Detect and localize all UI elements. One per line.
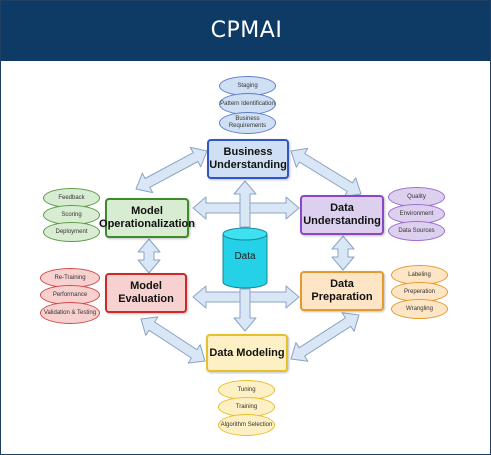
data-cylinder bbox=[222, 227, 268, 289]
model-operationalization-line2: Operationalization bbox=[99, 218, 195, 230]
arrow-center-up bbox=[233, 180, 257, 228]
arrow-data-understanding-to-preparation bbox=[331, 235, 355, 271]
model-evaluation-line1: Model bbox=[130, 280, 162, 292]
model-evaluation-line2: Evaluation bbox=[118, 293, 174, 305]
data-understanding-detail-oval: Data Sources bbox=[388, 221, 445, 241]
page-title: CPMAI bbox=[1, 1, 490, 61]
arrow-business-to-operationalization bbox=[135, 146, 208, 194]
model-operationalization-line1: Model bbox=[131, 205, 163, 217]
data-preparation-detail-oval: Wrangling bbox=[391, 299, 448, 319]
data-cylinder-label: Data bbox=[234, 251, 256, 262]
data-understanding-line2: Understanding bbox=[303, 215, 381, 227]
data-preparation-line1: Data bbox=[330, 278, 354, 290]
data-modeling-box: Data Modeling bbox=[206, 334, 288, 372]
arrow-evaluation-to-modeling bbox=[140, 316, 206, 364]
arrow-center-down bbox=[233, 288, 257, 332]
model-evaluation-detail-oval: Validation & Testing bbox=[40, 302, 100, 324]
business-detail-oval: Business Requirements bbox=[219, 112, 276, 134]
data-preparation-line2: Preparation bbox=[311, 291, 373, 303]
arrow-preparation-to-modeling bbox=[290, 312, 360, 362]
business-understanding-line1: Business bbox=[223, 146, 273, 158]
data-preparation-detail-oval: Labeling bbox=[391, 265, 448, 285]
model-operationalization-detail-oval: Deployment bbox=[43, 222, 100, 242]
arrow-operationalization-to-evaluation bbox=[137, 238, 161, 274]
data-understanding-line1: Data bbox=[330, 202, 354, 214]
arrow-business-to-data-understanding bbox=[290, 147, 362, 198]
data-modeling-line1: Data Modeling bbox=[209, 346, 285, 359]
data-modeling-detail-oval: Algorithm Selection bbox=[218, 414, 275, 436]
business-understanding-line2: Understanding bbox=[209, 159, 287, 171]
